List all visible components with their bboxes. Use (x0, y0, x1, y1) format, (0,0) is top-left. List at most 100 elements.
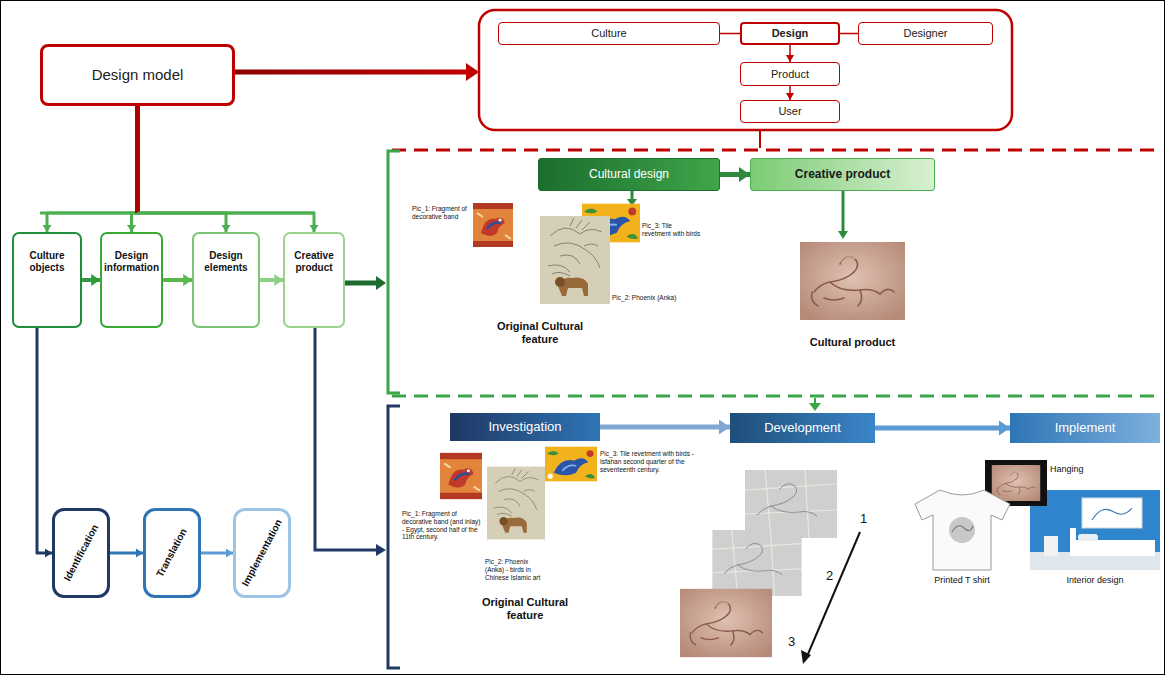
connector (201, 549, 233, 558)
node-label: Culture (591, 27, 626, 40)
connector-line (37, 328, 52, 553)
tshirt-image (952, 526, 973, 532)
connector-line (135, 106, 140, 213)
node-label: Design elements (197, 250, 255, 273)
model-box: Design model (40, 44, 235, 106)
arrow-head (274, 274, 283, 286)
connector (875, 421, 1010, 436)
callout-number: 2 (826, 568, 840, 584)
callout-number: 3 (788, 634, 802, 650)
item-caption: Interior design (1040, 575, 1150, 586)
interior-image (1030, 490, 1160, 570)
divider-green (809, 403, 821, 411)
connector (720, 167, 750, 182)
blue-bracket (388, 406, 400, 668)
connector-line (135, 106, 140, 213)
connector (127, 106, 138, 232)
connector (163, 274, 192, 286)
node-label: Development (764, 421, 841, 436)
interior-image (1092, 508, 1132, 520)
tshirt-image (915, 490, 1010, 570)
development-images (712, 530, 801, 596)
stage-box: Design elements (192, 232, 260, 328)
divider-green (392, 396, 1160, 411)
tshirt-image (949, 517, 975, 543)
phase-bar: Development (730, 413, 875, 443)
section-caption: Cultural product (780, 336, 925, 349)
connector-line (135, 106, 140, 213)
model-part-box: Designer (858, 22, 993, 45)
connector (786, 45, 794, 62)
node-label: Creative product (288, 250, 340, 273)
node-label: Investigation (489, 420, 562, 435)
connector-line (720, 33, 740, 35)
connector (138, 106, 319, 232)
step-arrow (808, 532, 860, 654)
callout-number: 1 (860, 511, 874, 527)
connector-line (135, 106, 140, 213)
arrow-head (999, 421, 1010, 436)
bracket-arrow (376, 276, 386, 290)
phase-bar: Investigation (450, 413, 600, 441)
node-label: Cultural design (589, 168, 669, 182)
bracket-arrow (315, 328, 378, 550)
node-label: Design model (92, 66, 184, 83)
connector (840, 33, 858, 34)
process-box: Translation (143, 508, 201, 598)
stage-box: Design information (100, 232, 163, 328)
stage-box: Culture objects (12, 232, 82, 328)
node-label: Product (771, 68, 809, 81)
bracket-arrow (345, 276, 386, 290)
connector (82, 274, 100, 286)
node-label: Implement (1055, 421, 1116, 436)
picture-caption: Pic_2: Phoenix (Anka) - birds in Chinese… (485, 558, 549, 581)
tshirt-image (915, 490, 1010, 570)
arrow-head (91, 274, 100, 286)
picture-caption: Pic_3: Tile revetment with birds (642, 222, 702, 238)
down-arrow (631, 191, 634, 200)
connector (110, 549, 143, 558)
arrow-head (786, 55, 794, 62)
hanging-image (992, 465, 1040, 501)
arrow-head (719, 420, 730, 435)
phase-bar: Implement (1010, 413, 1160, 443)
investigation-images (487, 467, 545, 540)
cultural-feature-images (473, 203, 640, 304)
picture-caption: Pic_1: Fragment of decorative band (and … (402, 510, 484, 541)
model-arrow (466, 63, 479, 81)
bracket-arrow (315, 328, 386, 556)
node-label: User (778, 105, 801, 118)
arrow-head (226, 549, 233, 558)
divider-green (392, 395, 1160, 398)
node-label: Implementation (240, 518, 285, 589)
connector (43, 106, 138, 232)
connector-line (138, 213, 315, 232)
picture-caption: Pic_3: Tile revetment with birds - Isfah… (600, 450, 700, 473)
down-arrow (838, 231, 848, 239)
interior-image (1070, 540, 1155, 556)
model-arrow (235, 63, 479, 81)
model-container (479, 10, 1012, 130)
investigation-images (440, 447, 597, 540)
model-part-box: Product (740, 62, 840, 86)
connector (720, 33, 740, 34)
connector-line (875, 426, 1010, 431)
interior-image (1078, 534, 1098, 541)
connector (37, 328, 52, 558)
arrow-head (786, 93, 794, 100)
section-caption: Original Cultural feature (485, 320, 595, 346)
connector-line (600, 425, 730, 430)
phase-box: Creative product (750, 158, 935, 191)
node-label: Designer (903, 27, 947, 40)
arrow-head (136, 549, 143, 558)
interior-image (1082, 498, 1142, 528)
connector (260, 274, 283, 286)
divider-red (392, 149, 1160, 152)
step-arrow (801, 532, 860, 664)
node-label: Design information (104, 250, 159, 273)
node-label: Identification (61, 523, 100, 583)
item-caption: Printed T shirt (912, 575, 1012, 586)
down-arrow (627, 191, 848, 239)
connector (600, 420, 730, 435)
